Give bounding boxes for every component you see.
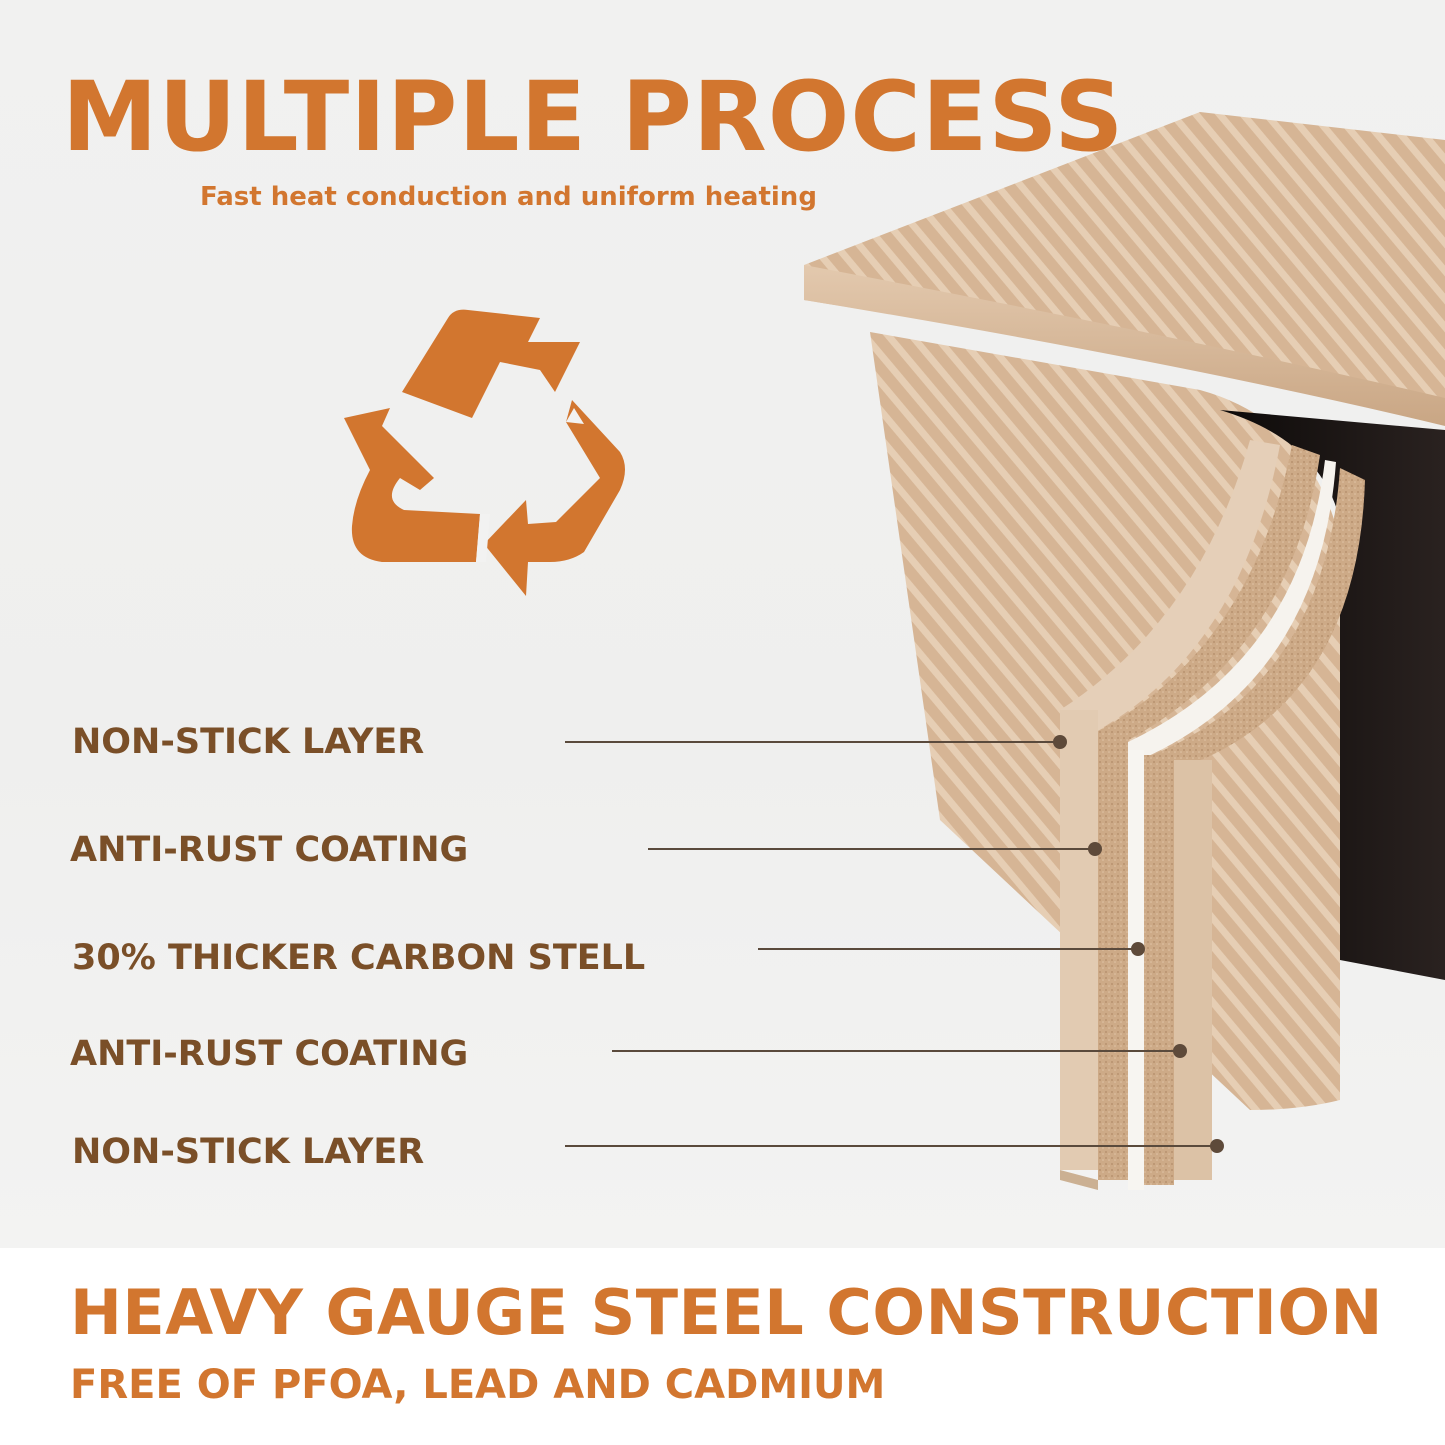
leader-dot-3 bbox=[1131, 942, 1145, 956]
leader-line-5 bbox=[565, 1145, 1217, 1147]
construction-heading: HEAVY GAUGE STEEL CONSTRUCTION bbox=[70, 1276, 1383, 1349]
leader-line-3 bbox=[758, 948, 1138, 950]
leader-dot-5 bbox=[1210, 1139, 1224, 1153]
leader-dot-4 bbox=[1173, 1044, 1187, 1058]
page-title: MULTIPLE PROCESS bbox=[62, 61, 1125, 173]
layer-label-5: NON-STICK LAYER bbox=[72, 1132, 425, 1172]
layer-label-3: 30% THICKER CARBON STELL bbox=[72, 938, 646, 978]
leader-dot-2 bbox=[1088, 842, 1102, 856]
bread-pan-illustration bbox=[804, 112, 1445, 1190]
layer-label-1: NON-STICK LAYER bbox=[72, 722, 425, 762]
leader-line-4 bbox=[612, 1050, 1180, 1052]
recycle-icon bbox=[344, 309, 625, 596]
leader-dot-1 bbox=[1053, 735, 1067, 749]
leader-line-1 bbox=[565, 741, 1060, 743]
footer-panel bbox=[0, 1248, 1445, 1445]
page-subtitle: Fast heat conduction and uniform heating bbox=[200, 182, 817, 212]
leader-line-2 bbox=[648, 848, 1095, 850]
layer-label-2: ANTI-RUST COATING bbox=[70, 830, 469, 870]
safety-subheading: FREE OF PFOA, LEAD AND CADMIUM bbox=[70, 1362, 886, 1408]
layer-label-4: ANTI-RUST COATING bbox=[70, 1034, 469, 1074]
